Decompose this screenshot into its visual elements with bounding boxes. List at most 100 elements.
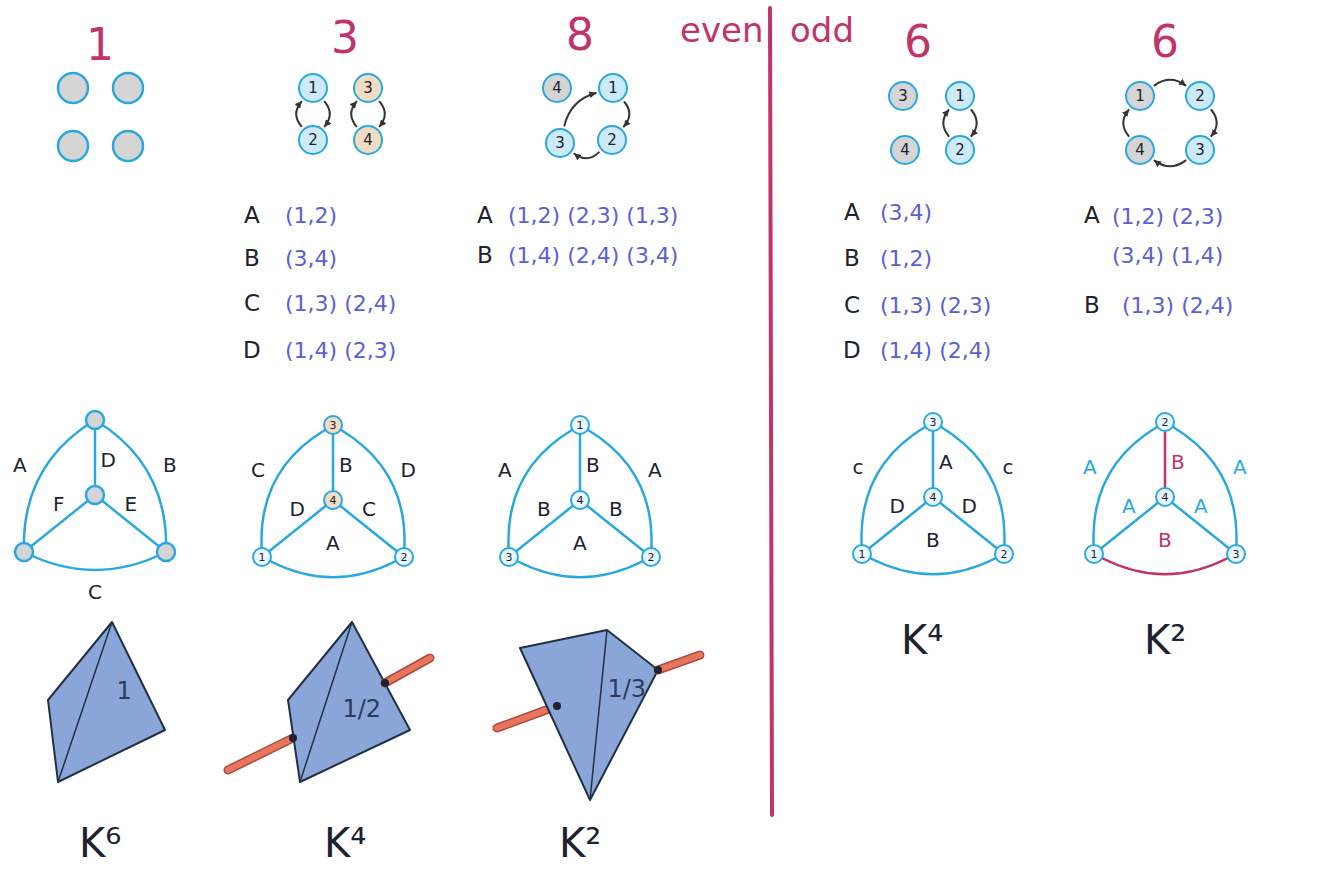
graph-vertex: 1 [570,415,590,435]
vertex-number: 1 [859,549,866,560]
vertex-number: 3 [1195,143,1205,158]
kk-label: K⁶ [79,820,121,866]
glab-label: B [161,454,179,477]
bead: 4 [890,135,920,165]
edge-color-label: A [1081,456,1099,478]
graph-vertex: 2 [994,544,1014,564]
bead: 2 [1185,81,1215,111]
vertex-number: 2 [1195,89,1205,104]
axis-point [654,666,662,674]
tetrahedron [48,622,165,782]
vertex-number: 2 [308,133,318,148]
edge-color-label: B [535,498,553,520]
vertex-number: 3 [555,136,565,151]
vertex-number: 2 [648,552,655,563]
edge-color-label: A [937,451,955,473]
vertex-number: 3 [506,552,513,563]
bead: 1 [598,73,628,103]
edge-color-label: A [1231,456,1249,478]
letter-label: D [243,337,261,363]
graph-edge [942,427,1005,544]
glab-label: D [99,449,118,472]
vertex-number: 1 [1091,549,1098,560]
pair-label: (3,4) [285,246,337,271]
letter-label: D [843,337,861,363]
letter-label: A [844,199,860,225]
vertex [15,543,33,561]
graph-vertex: 4 [1155,487,1175,507]
edge-color-label: B [584,454,602,476]
edge-color-label: B [1156,529,1174,551]
plain-beads [58,73,143,161]
edge-color-label: B [1169,451,1187,473]
bead: 3 [545,128,575,158]
vertex-number: 2 [401,552,408,563]
vertex-number: 3 [363,81,373,96]
vertex-number: 4 [330,495,337,506]
graph-edge [579,435,582,490]
swap-arrow [351,102,356,127]
bead: 2 [945,135,975,165]
vertex-number: 4 [552,81,562,96]
tetrahedron [520,630,658,800]
frac-label: 1/3 [608,676,647,704]
vertex-number: 1 [577,420,584,431]
edge-color-label: C [249,459,267,481]
axis-point [553,702,561,710]
edge-color-label: D [288,498,307,520]
pair-label: (1,2) [285,203,337,228]
parity-divider [770,8,772,815]
swap-arrow [1155,80,1186,86]
bead: 3 [353,73,383,103]
tetrahedron-half [228,622,430,782]
pair-label: (3,4) [880,200,932,225]
graph-vertex: 1 [852,544,872,564]
bead: 1 [945,81,975,111]
swap-arrow [971,110,976,136]
bead: 1 [1125,81,1155,111]
letter-label: A [1084,202,1100,228]
kk-label: K⁴ [324,820,366,866]
bead [113,73,143,103]
graph-vertex: 4 [323,490,343,510]
head-label: 1 [86,20,114,71]
letter-label: B [244,245,260,271]
vertex-number: 3 [930,417,937,428]
tetrahedron-third [497,630,700,800]
bead [113,131,143,161]
letter-label: A [244,202,260,228]
head-label: 6 [1151,17,1179,68]
graph-vertex: 3 [1226,544,1246,564]
pair-label: (1,4) (2,3) [285,338,396,363]
vertex-number: 1 [259,552,266,563]
vertex-number: 2 [1001,549,1008,560]
head-label: 8 [566,10,594,61]
vertex-number: 3 [330,420,337,431]
letter-label: B [1084,292,1100,318]
graph-vertex: 2 [394,547,414,567]
vertex [157,543,175,561]
axis-rod [385,658,430,683]
graph-vertex: 4 [923,487,943,507]
edge-color-label: A [496,459,514,481]
swap-arrow [1211,110,1216,136]
bead: 4 [542,73,572,103]
edge-color-label: A [324,532,342,554]
edge-color-label: D [888,495,907,517]
vertex-number: 3 [1233,549,1240,560]
headw-label: odd [790,11,854,50]
edge-color-label: c [851,456,866,478]
pair-label: (1,3) (2,4) [1122,293,1233,318]
graph-edge [1093,427,1156,544]
pair-label: (1,2) (2,3) (3,4) (1,4) [1112,198,1262,275]
axis-rod [228,738,293,770]
pair-label: (1,2) (2,3) (1,3) [508,203,678,228]
axis-point [289,734,297,742]
letter-label: B [477,242,493,268]
axis-rod [658,655,700,670]
edge-color-label: A [571,532,589,554]
swap-arrow [1155,161,1186,167]
graph-edge [932,432,935,487]
